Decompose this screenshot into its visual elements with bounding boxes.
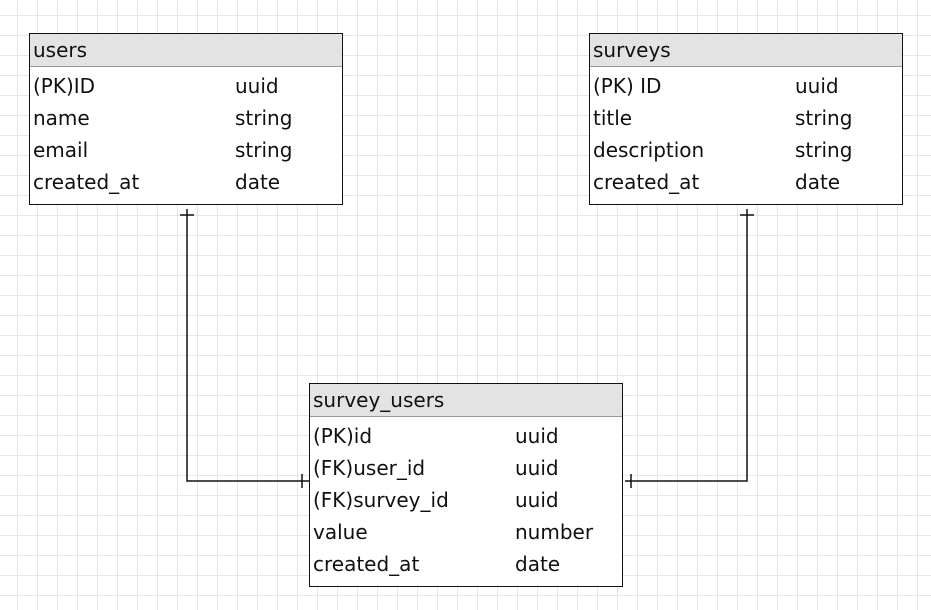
field-row[interactable]: value number [310,516,622,548]
connector-users-survey-users[interactable] [180,209,309,488]
field-type: string [235,106,293,130]
field-type: uuid [515,488,559,512]
field-type: uuid [515,424,559,448]
field-row[interactable]: (PK)id uuid [310,420,622,452]
field-type: uuid [795,74,839,98]
field-name: (PK) ID [593,74,662,98]
entity-fields: (PK) ID uuid title string description st… [590,67,902,204]
field-row[interactable]: (FK)survey_id uuid [310,484,622,516]
field-name: created_at [593,170,700,194]
field-type: uuid [515,456,559,480]
entity-title: users [30,34,342,67]
entity-title: surveys [590,34,902,67]
field-name: description [593,138,705,162]
field-row[interactable]: (FK)user_id uuid [310,452,622,484]
field-name: email [33,138,89,162]
field-row[interactable]: description string [590,134,902,166]
field-name: (PK)id [313,424,373,448]
field-name: created_at [33,170,140,194]
field-type: date [235,170,281,194]
field-row[interactable]: (PK)ID uuid [30,70,342,102]
entity-fields: (PK)ID uuid name string email string cre… [30,67,342,204]
entity-surveys[interactable]: surveys (PK) ID uuid title string descri… [589,33,903,205]
field-row[interactable]: email string [30,134,342,166]
field-type: string [795,138,853,162]
field-name: (FK)survey_id [313,488,449,512]
entity-title: survey_users [310,384,622,417]
entity-fields: (PK)id uuid (FK)user_id uuid (FK)survey_… [310,417,622,586]
field-name: value [313,520,368,544]
field-type: date [795,170,841,194]
connector-surveys-survey-users[interactable] [625,209,754,488]
field-row[interactable]: created_at date [590,166,902,198]
field-type: number [515,520,594,544]
field-name: (PK)ID [33,74,96,98]
field-name: name [33,106,90,130]
field-name: created_at [313,552,420,576]
field-row[interactable]: title string [590,102,902,134]
field-row[interactable]: created_at date [30,166,342,198]
field-row[interactable]: created_at date [310,548,622,580]
entity-users[interactable]: users (PK)ID uuid name string email stri… [29,33,343,205]
field-name: title [593,106,633,130]
field-row[interactable]: name string [30,102,342,134]
field-type: uuid [235,74,279,98]
field-type: string [795,106,853,130]
field-type: date [515,552,561,576]
field-type: string [235,138,293,162]
field-name: (FK)user_id [313,456,426,480]
entity-survey-users[interactable]: survey_users (PK)id uuid (FK)user_id uui… [309,383,623,587]
field-row[interactable]: (PK) ID uuid [590,70,902,102]
